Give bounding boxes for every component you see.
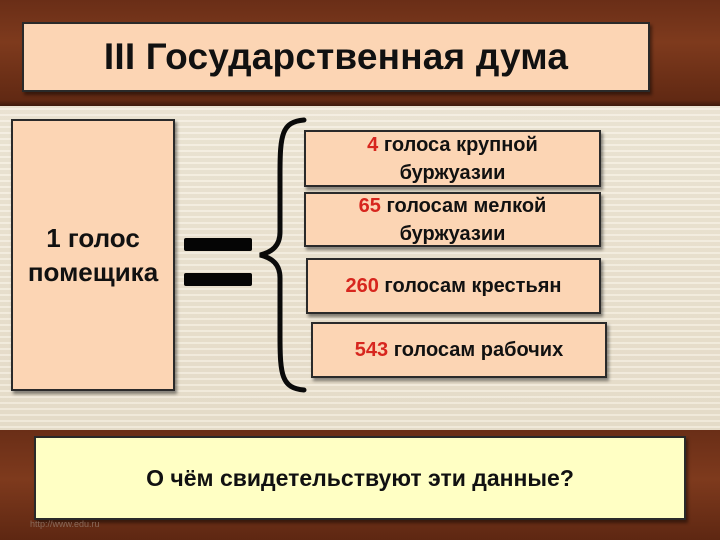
vote-label: голосам рабочих [388, 339, 564, 361]
vote-label-line2: буржуазии [399, 222, 506, 245]
vote-equivalent-item: 4 голоса крупной буржуазии [304, 130, 601, 187]
curly-brace-icon [259, 117, 307, 393]
landowner-vote-line1: 1 голос [46, 223, 140, 253]
vote-equivalent-item: 260 голосам крестьян [306, 258, 601, 314]
vote-equivalent-line1: 4 голоса крупной [367, 131, 538, 159]
landowner-vote-box: 1 голос помещика [11, 119, 175, 391]
vote-count: 543 [354, 339, 389, 361]
vote-equivalent-line1: 65 голосам мелкой [359, 192, 547, 220]
slide-title: III Государственная дума [22, 22, 650, 92]
vote-equivalent-line1: 543 голосам рабочих [355, 336, 563, 364]
vote-equivalent-item: 543 голосам рабочих [311, 322, 607, 378]
vote-label: голосам мелкой [380, 194, 547, 217]
vote-count: 65 [358, 194, 381, 217]
vote-label: голосам крестьян [378, 275, 562, 297]
vote-count: 260 [345, 275, 379, 297]
equals-sign-bottom-bar [184, 273, 252, 286]
equals-sign-top-bar [184, 238, 252, 251]
landowner-vote-line2: помещика [27, 257, 159, 287]
vote-equivalent-item: 65 голосам мелкой буржуазии [304, 192, 601, 247]
vote-equivalent-line1: 260 голосам крестьян [345, 272, 561, 300]
vote-count: 4 [367, 133, 379, 156]
discussion-question: О чём свидетельствуют эти данные? [34, 436, 686, 520]
vote-label-line2: буржуазии [399, 161, 506, 184]
footer-url: http://www.edu.ru [30, 519, 100, 529]
vote-label: голоса крупной [378, 133, 538, 156]
